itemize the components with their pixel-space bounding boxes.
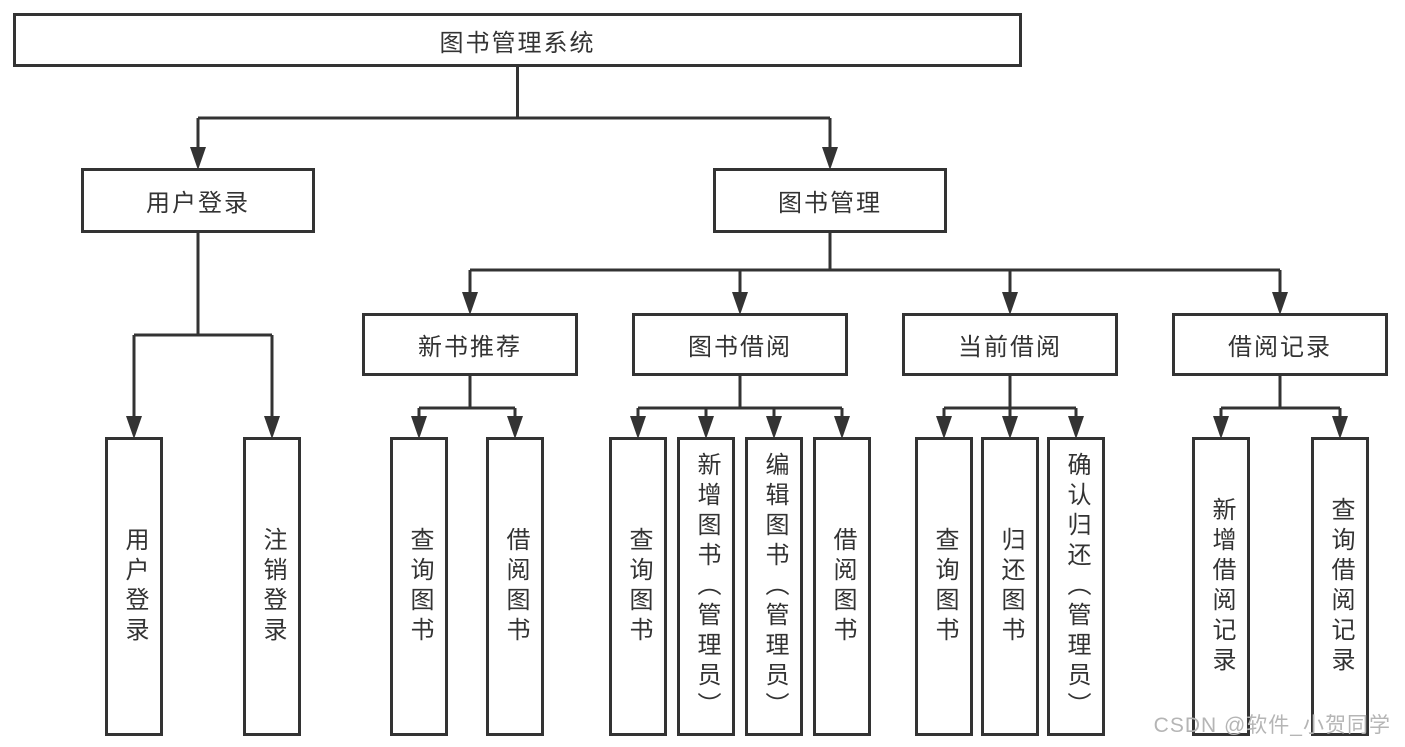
node-bb-edit: 编辑图书（管理员）: [745, 437, 803, 736]
arrowhead-icon: [507, 416, 523, 439]
connector-book-borrow: [636, 375, 844, 420]
arrowhead-icon: [698, 416, 714, 439]
node-book-mgmt: 图书管理: [713, 168, 947, 233]
node-nbr-query: 查询图书: [390, 437, 448, 736]
arrowhead-icon: [264, 416, 280, 439]
arrowhead-icon: [126, 416, 142, 439]
node-root: 图书管理系统: [13, 13, 1022, 67]
connector-current-borrow: [942, 375, 1078, 420]
arrowhead-icon: [411, 416, 427, 439]
arrowhead-icon: [190, 147, 206, 170]
arrowhead-icon: [1002, 292, 1018, 315]
connector-user-login: [132, 232, 274, 420]
connector-borrow-records: [1219, 375, 1342, 420]
node-cb-return: 归还图书: [981, 437, 1039, 736]
node-book-borrow: 图书借阅: [632, 313, 848, 376]
arrowhead-icon: [936, 416, 952, 439]
node-nbr-borrow: 借阅图书: [486, 437, 544, 736]
connector-new-book-rec: [417, 375, 517, 420]
arrowhead-icon: [834, 416, 850, 439]
watermark: CSDN @软件_小贺同学: [1153, 714, 1391, 737]
connector-root: [196, 66, 832, 151]
node-br-add: 新增借阅记录: [1192, 437, 1250, 736]
node-new-book-rec: 新书推荐: [362, 313, 578, 376]
node-login-op: 用户登录: [105, 437, 163, 736]
node-br-query: 查询借阅记录: [1311, 437, 1369, 736]
arrowhead-icon: [1213, 416, 1229, 439]
arrowhead-icon: [1332, 416, 1348, 439]
arrowhead-icon: [1272, 292, 1288, 315]
node-bb-query: 查询图书: [609, 437, 667, 736]
arrowhead-icon: [1002, 416, 1018, 439]
arrowhead-icon: [1068, 416, 1084, 439]
arrowhead-icon: [822, 147, 838, 170]
arrowhead-icon: [732, 292, 748, 315]
node-user-login: 用户登录: [81, 168, 315, 233]
node-borrow-records: 借阅记录: [1172, 313, 1388, 376]
node-cb-query: 查询图书: [915, 437, 973, 736]
node-logout-op: 注销登录: [243, 437, 301, 736]
node-bb-add: 新增图书（管理员）: [677, 437, 735, 736]
arrowhead-icon: [462, 292, 478, 315]
node-bb-borrow: 借阅图书: [813, 437, 871, 736]
node-current-borrow: 当前借阅: [902, 313, 1118, 376]
connector-book-mgmt: [468, 232, 1282, 296]
arrowhead-icon: [630, 416, 646, 439]
node-cb-confirm: 确认归还（管理员）: [1047, 437, 1105, 736]
arrowhead-icon: [766, 416, 782, 439]
